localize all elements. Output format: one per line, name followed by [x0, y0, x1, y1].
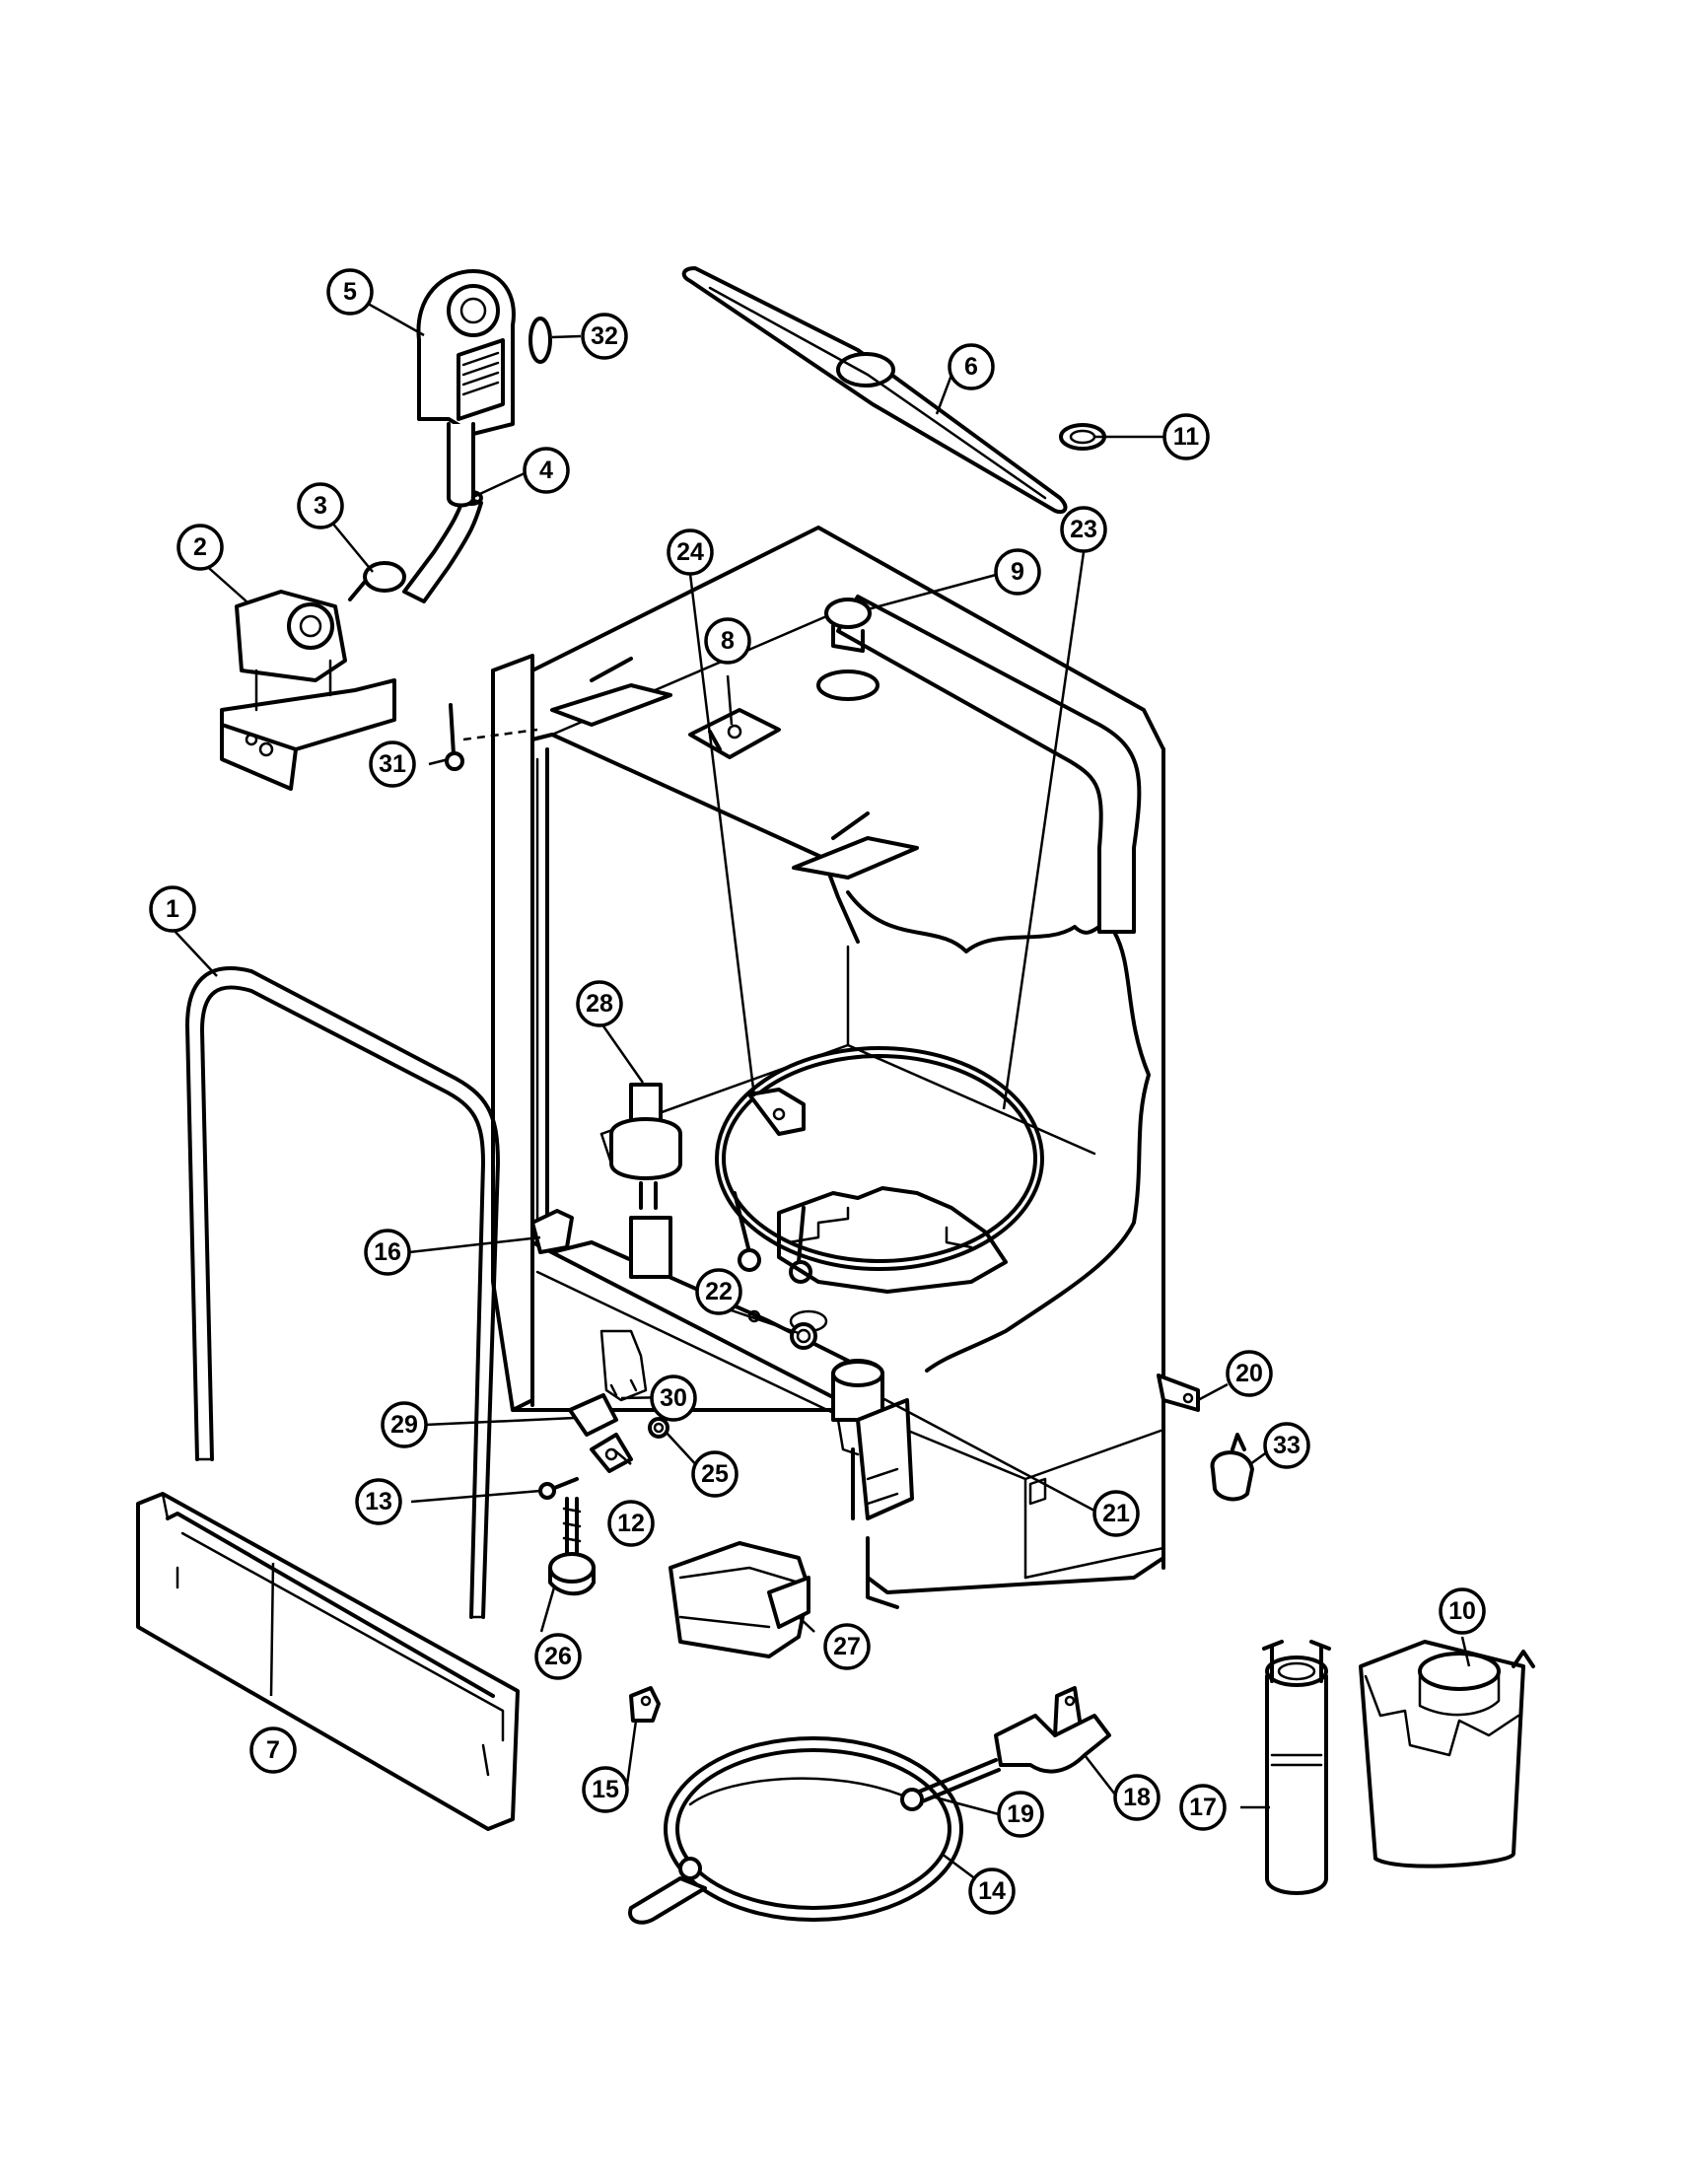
water-inlet-tube — [816, 595, 1142, 934]
callout-28: 28 — [576, 980, 623, 1027]
svg-text:26: 26 — [544, 1643, 572, 1670]
callout-17: 17 — [1179, 1784, 1227, 1831]
svg-text:24: 24 — [676, 538, 704, 566]
callout-6: 6 — [948, 343, 995, 390]
callout-33: 33 — [1263, 1422, 1310, 1469]
svg-text:14: 14 — [978, 1877, 1006, 1905]
svg-text:11: 11 — [1173, 423, 1200, 451]
callout-18: 18 — [1113, 1774, 1161, 1821]
svg-text:8: 8 — [721, 627, 735, 655]
svg-text:22: 22 — [705, 1278, 733, 1305]
svg-text:13: 13 — [365, 1488, 392, 1515]
callout-31: 31 — [369, 740, 416, 788]
svg-text:3: 3 — [314, 492, 327, 520]
svg-text:29: 29 — [390, 1411, 418, 1439]
callout-25: 25 — [691, 1450, 739, 1498]
callout-24: 24 — [667, 528, 714, 576]
callout-26: 26 — [534, 1633, 582, 1680]
callout-10: 10 — [1439, 1587, 1486, 1635]
filter-shield — [1359, 1640, 1535, 1868]
callout-12: 12 — [607, 1500, 655, 1547]
svg-text:12: 12 — [617, 1510, 645, 1537]
svg-text:9: 9 — [1011, 558, 1024, 586]
callout-30: 30 — [650, 1374, 697, 1422]
svg-text:32: 32 — [591, 322, 618, 350]
float-switch — [609, 1083, 682, 1279]
svg-text:23: 23 — [1070, 516, 1097, 543]
latch-parts — [538, 1329, 669, 1500]
svg-text:6: 6 — [964, 353, 978, 381]
callout-22: 22 — [695, 1268, 742, 1315]
callout-29: 29 — [381, 1401, 428, 1448]
svg-text:7: 7 — [266, 1736, 280, 1764]
callout-13: 13 — [355, 1478, 402, 1525]
callout-20: 20 — [1226, 1350, 1273, 1397]
callout-21: 21 — [1092, 1490, 1140, 1537]
callout-4: 4 — [523, 447, 570, 494]
drain-hose-ring — [628, 1736, 963, 1925]
callout-16: 16 — [364, 1229, 411, 1276]
callout-23: 23 — [1060, 506, 1107, 553]
callout-8: 8 — [704, 617, 751, 665]
fill-funnel — [416, 269, 552, 508]
motor-shield — [669, 1541, 810, 1658]
svg-text:4: 4 — [539, 457, 553, 484]
callout-11: 11 — [1162, 413, 1210, 460]
callout-27: 27 — [823, 1623, 871, 1670]
hose-clamp — [1210, 1433, 1254, 1502]
callout-5: 5 — [326, 268, 374, 316]
callout-7: 7 — [249, 1726, 297, 1774]
callout-1: 1 — [149, 885, 196, 933]
leader-lines — [172, 290, 1471, 1893]
leveling-leg — [548, 1497, 596, 1596]
svg-text:21: 21 — [1102, 1500, 1130, 1527]
callout-3: 3 — [297, 482, 344, 529]
svg-text:33: 33 — [1273, 1432, 1301, 1459]
callout-15: 15 — [582, 1766, 629, 1813]
callout-9: 9 — [994, 548, 1041, 596]
svg-text:1: 1 — [166, 895, 179, 923]
svg-text:19: 19 — [1007, 1800, 1034, 1828]
spray-arm — [681, 266, 1068, 515]
clip — [530, 1209, 574, 1254]
svg-text:18: 18 — [1123, 1784, 1151, 1811]
svg-text:28: 28 — [586, 990, 613, 1018]
svg-text:5: 5 — [343, 278, 357, 306]
svg-text:25: 25 — [701, 1460, 729, 1488]
callout-19: 19 — [997, 1791, 1044, 1838]
pump-outlet — [831, 1359, 914, 1520]
kick-panel — [136, 1492, 520, 1831]
svg-text:16: 16 — [374, 1238, 401, 1266]
washer — [1059, 423, 1106, 451]
support-bracket — [994, 1686, 1111, 1774]
svg-text:2: 2 — [193, 533, 207, 561]
small-clip — [629, 1686, 661, 1723]
svg-text:15: 15 — [592, 1776, 619, 1803]
svg-text:10: 10 — [1448, 1597, 1476, 1625]
sump-filter — [1262, 1640, 1331, 1895]
rod — [900, 1758, 1001, 1811]
svg-text:17: 17 — [1189, 1794, 1217, 1821]
svg-text:30: 30 — [660, 1384, 687, 1412]
svg-text:31: 31 — [379, 750, 406, 778]
svg-text:27: 27 — [833, 1633, 861, 1660]
callout-2: 2 — [176, 524, 224, 571]
tab-bracket — [1157, 1374, 1200, 1412]
svg-text:20: 20 — [1235, 1360, 1263, 1387]
water-valve — [220, 490, 483, 791]
door-gasket — [185, 966, 500, 1619]
screw — [445, 703, 538, 771]
callout-14: 14 — [968, 1867, 1016, 1915]
callout-32: 32 — [581, 313, 628, 360]
